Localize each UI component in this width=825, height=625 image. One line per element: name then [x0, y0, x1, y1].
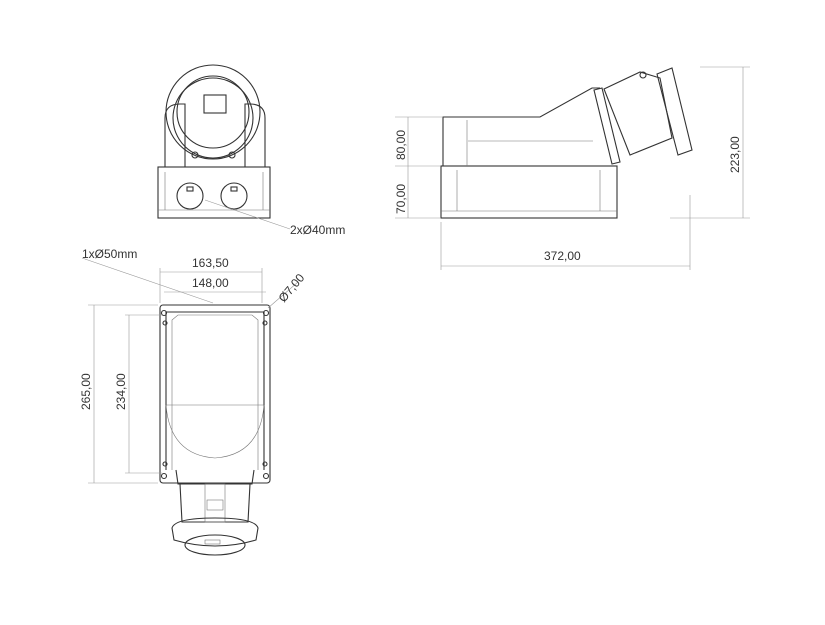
coupler-ring: [172, 77, 254, 159]
dim-outer-width: 163,50: [192, 256, 229, 270]
side-socket-ring: [656, 67, 693, 156]
bottom-view: 163,50 148,00 1xØ50mm Ø7,00 265,00 234,0…: [79, 247, 308, 556]
front-enclosure: [157, 166, 271, 219]
knockout-label: 2xØ40mm: [290, 223, 345, 237]
right-support: [244, 103, 266, 167]
side-base: [440, 165, 618, 219]
lid-outer: [165, 64, 261, 160]
entry-leader: [81, 257, 214, 304]
screw-icon: [191, 151, 199, 159]
bottom-enclosure: [159, 304, 271, 484]
dim-outer-height: 265,00: [79, 373, 93, 410]
bottom-socket-lid: [184, 534, 246, 556]
dim-height-lower: 70,00: [394, 184, 408, 214]
lid-window: [203, 94, 227, 114]
left-support: [164, 103, 186, 167]
knockout-left: [176, 182, 204, 210]
bottom-socket-ring: [171, 517, 259, 547]
bottom-socket-neck: [179, 483, 251, 523]
dim-hole-diameter: Ø7,00: [276, 271, 308, 305]
side-view: 80,00 70,00 223,00 372,00: [394, 66, 750, 270]
dim-total-height: 223,00: [728, 136, 742, 173]
side-socket-body: [603, 71, 673, 156]
dim-hole-height: 234,00: [114, 373, 128, 410]
knockout-right: [220, 182, 248, 210]
side-flange: [593, 87, 621, 165]
side-lid: [442, 87, 600, 166]
entry-label: 1xØ50mm: [82, 247, 137, 261]
front-view: 2xØ40mm: [157, 64, 345, 237]
dim-hole-width: 148,00: [192, 276, 229, 290]
knockout-leader: [204, 199, 291, 230]
lid-inner: [176, 75, 250, 149]
screw-icon: [228, 151, 236, 159]
dim-total-length: 372,00: [544, 249, 581, 263]
dim-height-upper: 80,00: [394, 130, 408, 160]
